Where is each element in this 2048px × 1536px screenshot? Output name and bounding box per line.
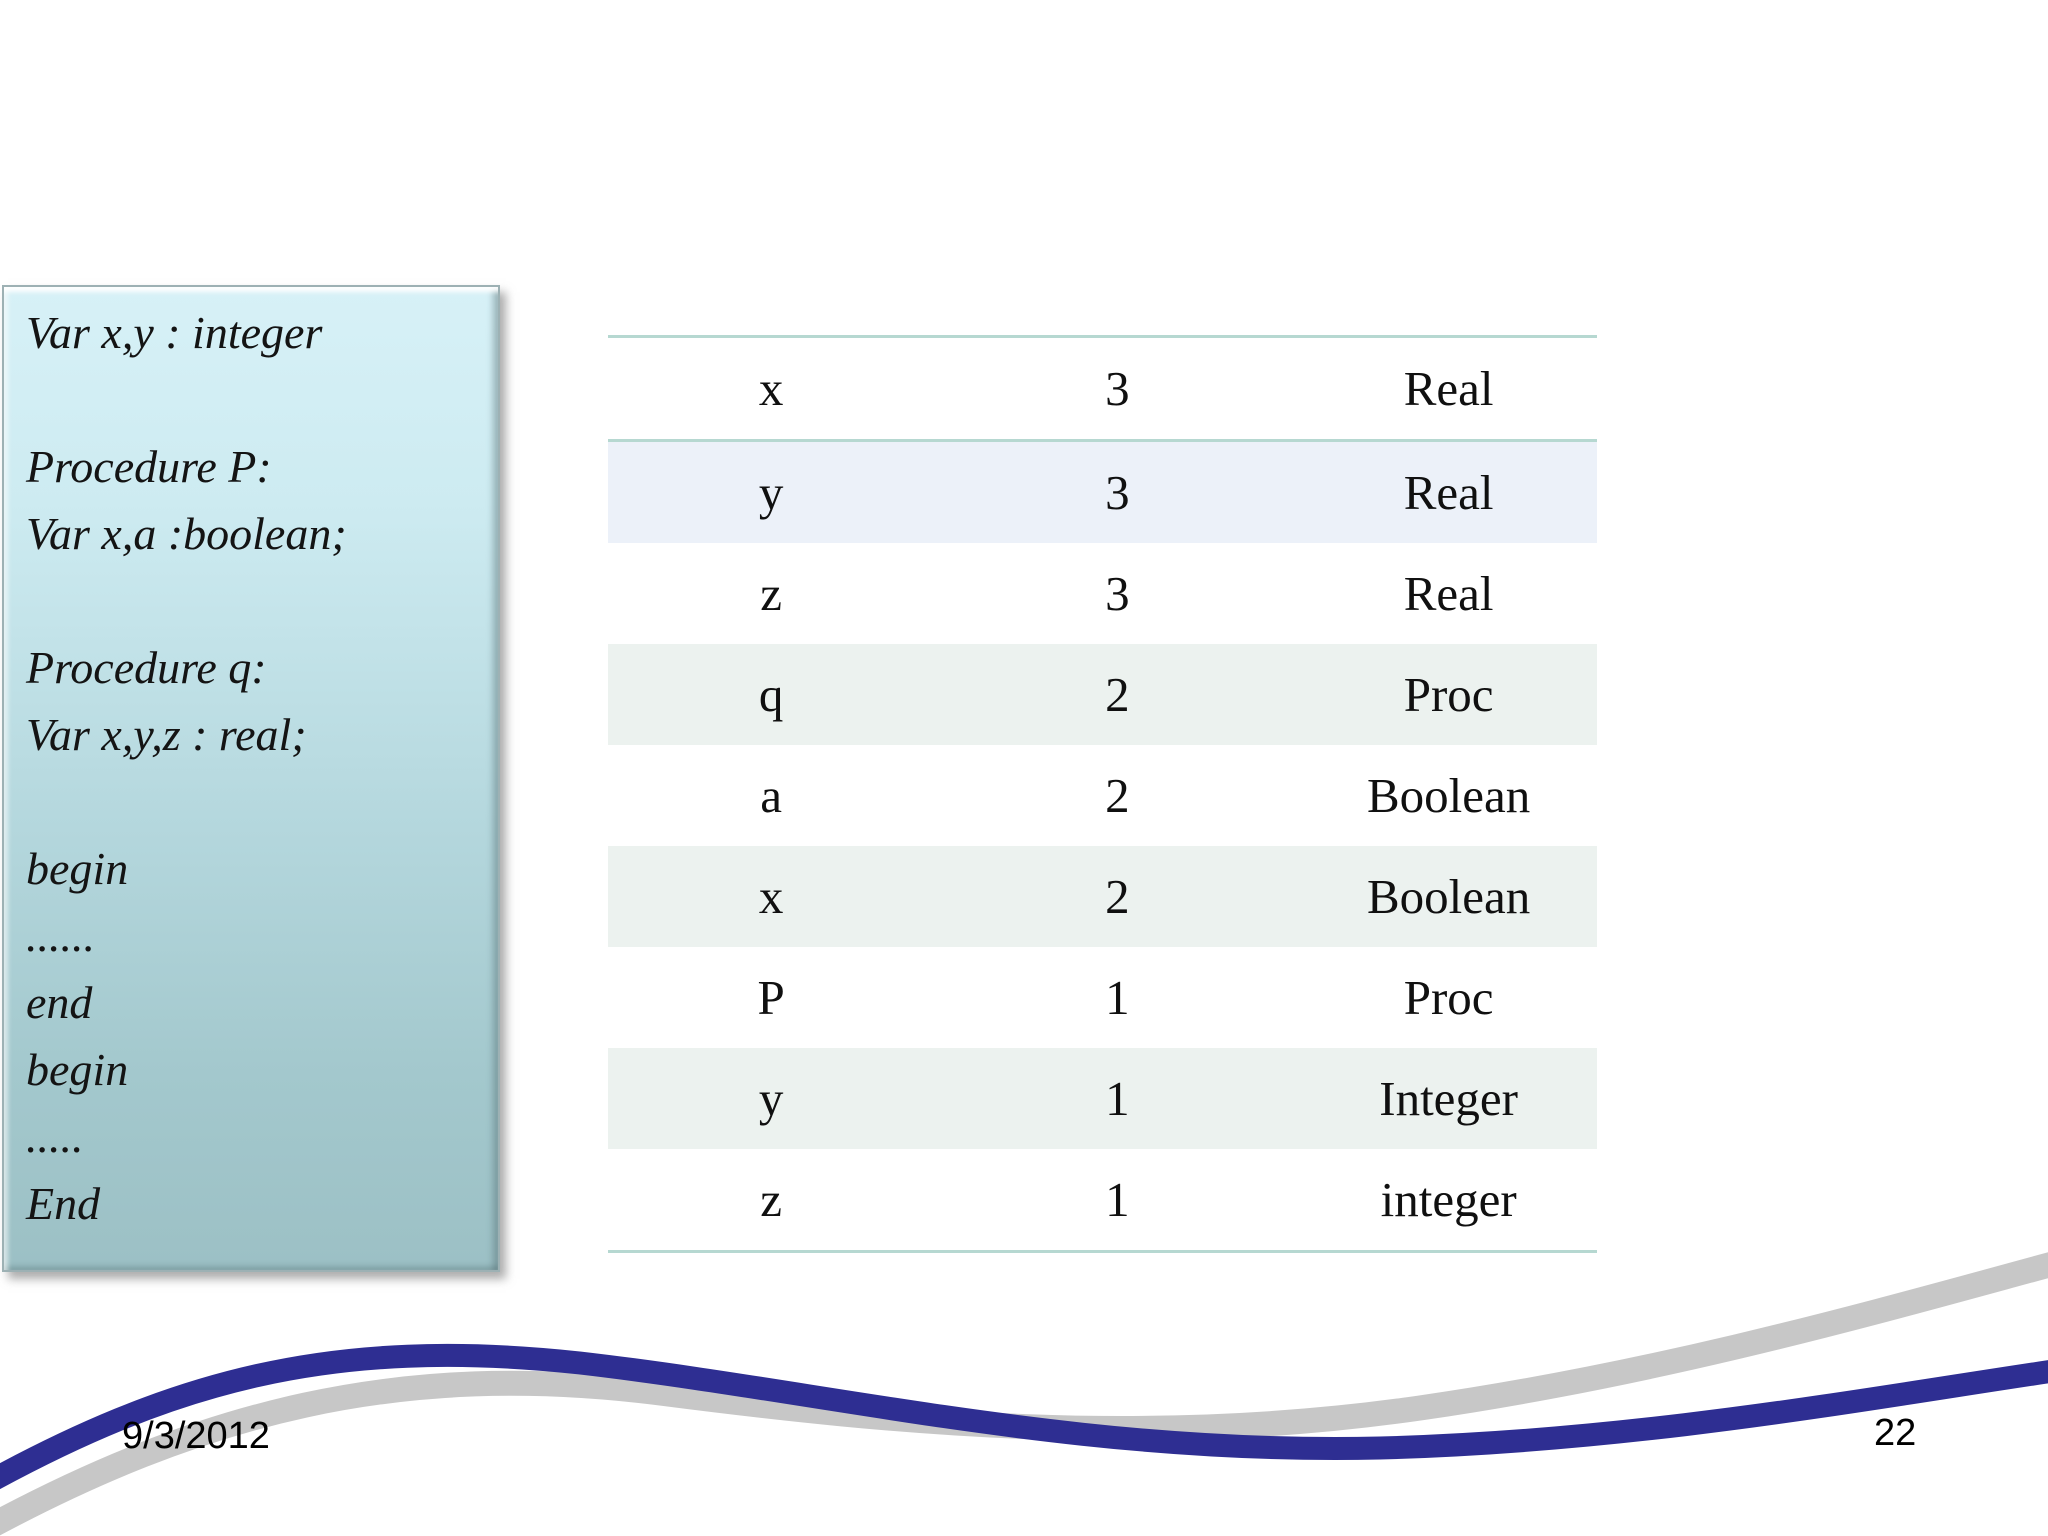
table-row: z 1 integer xyxy=(608,1149,1597,1250)
code-line xyxy=(26,567,488,634)
code-line xyxy=(26,366,488,433)
type-cell: Boolean xyxy=(1366,869,1531,924)
table-row: q 2 Proc xyxy=(608,644,1597,745)
type-cell: Real xyxy=(1403,361,1494,416)
type-cell: integer xyxy=(1380,1172,1517,1227)
scope-level-cell: 2 xyxy=(1105,869,1130,924)
scope-level-cell: 1 xyxy=(1105,970,1130,1025)
symbol-cell: q xyxy=(758,667,784,722)
scope-level-cell: 1 xyxy=(1105,1172,1130,1227)
gray-wave-curve xyxy=(0,1252,2048,1536)
symbol-cell: z xyxy=(760,1172,783,1227)
code-line: begin xyxy=(26,843,129,894)
symbol-cell: y xyxy=(758,1071,784,1126)
scope-level-cell: 1 xyxy=(1105,1071,1130,1126)
code-line xyxy=(26,768,488,835)
blue-wave-curve xyxy=(0,1343,2048,1490)
code-line: Var x,y : integer xyxy=(26,307,323,358)
page-number: 22 xyxy=(1874,1412,1917,1454)
symbol-cell: x xyxy=(758,869,784,924)
symbol-table: x 3 Real y 3 Real z 3 Real q 2 Proc a 2 … xyxy=(608,335,1597,1253)
scope-level-cell: 2 xyxy=(1105,667,1130,722)
symbol-cell: y xyxy=(758,465,784,520)
code-line: ...... xyxy=(26,910,95,961)
code-line: Var x,a :boolean; xyxy=(26,508,347,559)
code-line: end xyxy=(26,977,93,1028)
symbol-cell: x xyxy=(758,361,784,416)
type-cell: Boolean xyxy=(1366,768,1531,823)
table-row: y 1 Integer xyxy=(608,1048,1597,1149)
code-line: End xyxy=(26,1178,101,1229)
code-line: Procedure P: xyxy=(26,441,272,492)
scope-level-cell: 2 xyxy=(1105,768,1130,823)
code-line: ..... xyxy=(26,1111,84,1162)
type-cell: Proc xyxy=(1403,970,1494,1025)
table-row: x 2 Boolean xyxy=(608,846,1597,947)
symbol-cell: z xyxy=(760,566,783,621)
symbol-cell: a xyxy=(760,768,783,823)
footer-date: 9/3/2012 xyxy=(122,1415,270,1457)
code-line: Var x,y,z : real; xyxy=(26,709,307,760)
type-cell: Integer xyxy=(1379,1071,1518,1126)
scope-level-cell: 3 xyxy=(1105,465,1130,520)
code-line: begin xyxy=(26,1044,129,1095)
table-row: x 3 Real xyxy=(608,338,1597,442)
code-box: Var x,y : integer Procedure P: Var x,a :… xyxy=(2,285,500,1272)
table-row: z 3 Real xyxy=(608,543,1597,644)
code-line: Procedure q: xyxy=(26,642,267,693)
type-cell: Proc xyxy=(1403,667,1494,722)
scope-level-cell: 3 xyxy=(1105,361,1130,416)
table-row: y 3 Real xyxy=(608,442,1597,543)
symbol-cell: P xyxy=(757,970,785,1025)
scope-level-cell: 3 xyxy=(1105,566,1130,621)
table-row: a 2 Boolean xyxy=(608,745,1597,846)
type-cell: Real xyxy=(1403,566,1494,621)
table-row: P 1 Proc xyxy=(608,947,1597,1048)
type-cell: Real xyxy=(1403,465,1494,520)
